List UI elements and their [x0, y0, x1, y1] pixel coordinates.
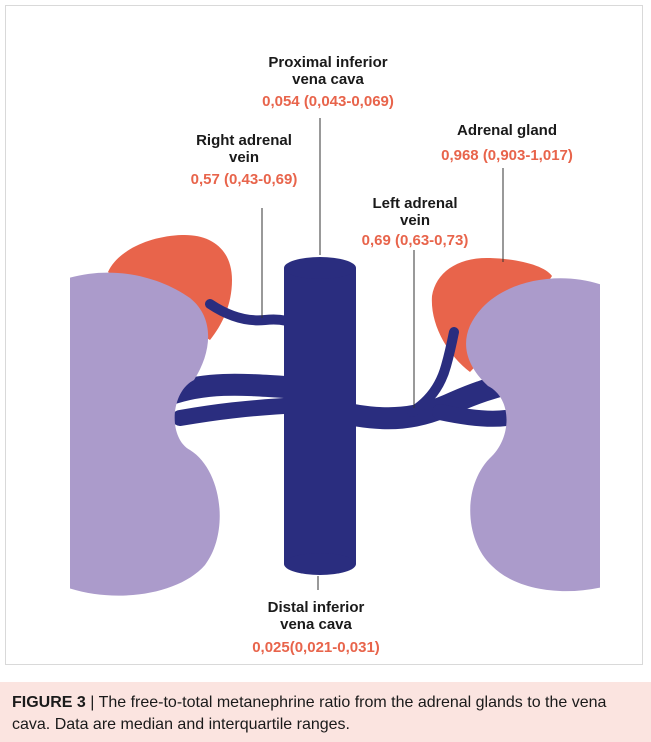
inferior-vena-cava	[284, 268, 356, 564]
inferior-vena-cava-top	[284, 257, 356, 279]
label-distal-ivc-line2: vena cava	[280, 616, 352, 633]
figure-caption: FIGURE 3 | The free-to-total metanephrin…	[12, 692, 642, 736]
figure-number: FIGURE 3	[12, 694, 86, 711]
inferior-vena-cava-base	[284, 553, 356, 575]
label-left-adrenal-vein-line1: Left adrenal	[372, 195, 457, 212]
right-renal-vein-branch	[180, 405, 300, 418]
label-proximal-ivc-line1: Proximal inferior	[268, 54, 387, 71]
label-right-adrenal-vein-line1: Right adrenal	[196, 132, 292, 149]
value-proximal-ivc: 0,054 (0,043-0,069)	[262, 93, 394, 110]
label-proximal-ivc-line2: vena cava	[292, 71, 364, 88]
label-adrenal-gland: Adrenal gland	[457, 122, 557, 139]
label-distal-ivc-line1: Distal inferior	[268, 599, 365, 616]
right-renal-vein	[168, 385, 300, 395]
value-distal-ivc: 0,025(0,021-0,031)	[252, 639, 380, 656]
value-right-adrenal-vein: 0,57 (0,43-0,69)	[191, 171, 298, 188]
caption-separator: |	[86, 694, 99, 711]
anatomy-diagram: Proximal inferior vena cava 0,054 (0,043…	[0, 0, 651, 682]
caption-text: The free-to-total metanephrine ratio fro…	[12, 694, 606, 733]
value-adrenal-gland: 0,968 (0,903-1,017)	[441, 147, 573, 164]
value-left-adrenal-vein: 0,69 (0,63-0,73)	[362, 232, 469, 249]
right-kidney	[40, 273, 220, 596]
left-renal-vein-branch	[440, 412, 506, 419]
label-right-adrenal-vein-line2: vein	[229, 149, 259, 166]
label-left-adrenal-vein-line2: vein	[400, 212, 430, 229]
left-kidney	[466, 278, 630, 591]
